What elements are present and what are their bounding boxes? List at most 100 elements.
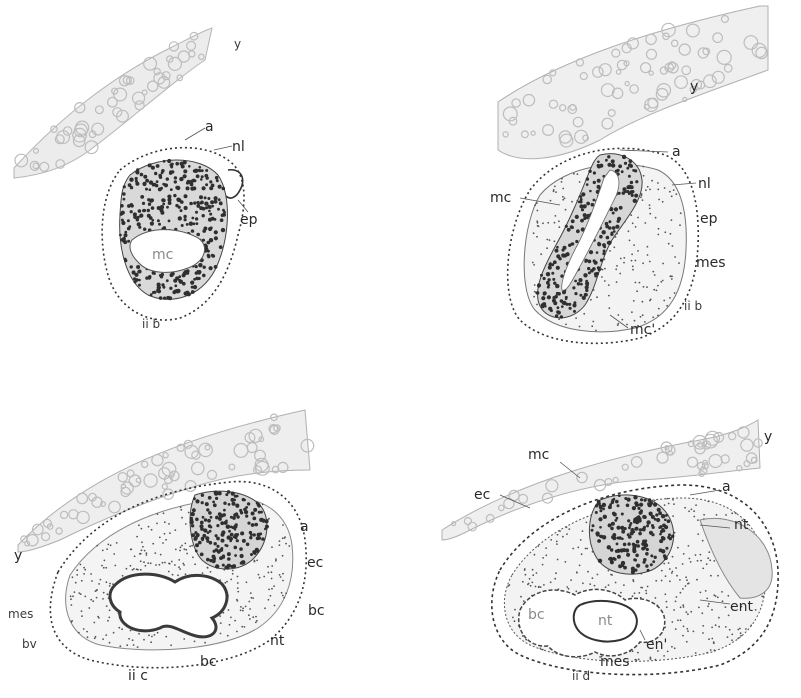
mes-granule <box>633 244 635 246</box>
dense-granule <box>195 217 198 220</box>
mes-granule <box>514 620 516 622</box>
dense-granule <box>156 288 160 292</box>
mes-granule <box>653 289 655 291</box>
dense-granule <box>592 524 595 527</box>
mes-granule <box>662 280 664 282</box>
mes-granule <box>687 613 689 615</box>
dense-granule <box>249 536 252 539</box>
dense-granule <box>649 531 653 535</box>
dense-granule <box>247 502 250 505</box>
dense-granule <box>626 504 630 508</box>
dense-granule <box>193 285 197 289</box>
dense-granule <box>667 519 671 523</box>
dense-granule <box>200 521 204 525</box>
panel-d-label-nt: nt <box>734 518 748 532</box>
mes-granule <box>634 592 636 594</box>
dense-granule <box>204 196 207 199</box>
mes-granule <box>86 631 88 633</box>
panel-c-label-a: a <box>300 520 309 534</box>
dense-granule <box>571 242 574 245</box>
mes-granule <box>660 281 662 283</box>
mes-granule <box>284 537 286 539</box>
mes-granule <box>637 652 639 654</box>
mes-granule <box>671 646 673 648</box>
mes-granule <box>691 509 693 511</box>
dense-granule <box>197 270 201 274</box>
mes-granule <box>706 598 708 600</box>
mes-granule <box>106 548 108 550</box>
mes-granule <box>542 564 544 566</box>
dense-granule <box>543 277 546 280</box>
dense-granule <box>599 535 602 538</box>
mes-granule <box>141 541 143 543</box>
mes-granule <box>138 524 140 526</box>
mes-granule <box>140 560 142 562</box>
dense-granule <box>618 192 621 195</box>
dense-granule <box>201 169 204 172</box>
dense-granule <box>585 285 589 289</box>
mes-granule <box>640 316 642 318</box>
dense-granule <box>140 195 144 199</box>
mes-granule <box>597 574 599 576</box>
mes-granule <box>687 630 689 632</box>
mes-granule <box>721 591 723 593</box>
mes-granule <box>647 246 649 248</box>
dense-granule <box>561 305 564 308</box>
mes-granule <box>594 585 596 587</box>
mes-granule <box>207 567 209 569</box>
dense-granule <box>553 260 557 264</box>
dense-granule <box>635 554 639 558</box>
mes-granule <box>543 584 545 586</box>
dense-granule <box>208 227 212 231</box>
dense-granule <box>142 202 145 205</box>
dense-granule <box>579 204 583 208</box>
dense-granule <box>633 199 637 203</box>
mes-granule <box>718 617 720 619</box>
dense-granule <box>170 166 173 169</box>
dense-granule <box>138 279 141 282</box>
dense-granule <box>646 524 649 527</box>
mes-granule <box>250 592 252 594</box>
mes-granule <box>613 246 615 248</box>
mes-granule <box>126 644 128 646</box>
mes-granule <box>152 543 154 545</box>
dense-granule <box>127 219 130 222</box>
dense-granule <box>175 186 179 190</box>
dense-granule <box>612 226 616 230</box>
mes-granule <box>582 582 584 584</box>
mes-granule <box>168 563 170 565</box>
dense-granule <box>124 233 128 237</box>
dense-granule <box>613 558 616 561</box>
dense-granule <box>599 509 602 512</box>
mes-granule <box>631 311 633 313</box>
dense-granule <box>226 525 230 529</box>
mes-granule <box>134 555 136 557</box>
dense-granule <box>631 569 635 573</box>
panel-c-label-nt: nt <box>270 634 284 648</box>
mes-granule <box>157 632 159 634</box>
dense-granule <box>138 209 142 213</box>
dense-granule <box>241 560 245 564</box>
mes-granule <box>151 529 153 531</box>
mes-granule <box>98 583 100 585</box>
dense-granule <box>174 180 177 183</box>
dense-granule <box>148 203 151 206</box>
dense-granule <box>648 498 652 502</box>
dense-granule <box>586 202 590 206</box>
mes-granule <box>554 578 556 580</box>
mes-granule <box>259 577 261 579</box>
mes-granule <box>87 636 89 638</box>
dense-granule <box>201 494 204 497</box>
mes-granule <box>700 554 702 556</box>
dense-granule <box>187 292 191 296</box>
dense-granule <box>121 221 125 225</box>
dense-granule <box>215 548 218 551</box>
mes-granule <box>710 575 712 577</box>
dense-granule <box>209 559 212 562</box>
mes-granule <box>566 533 568 535</box>
mes-granule <box>249 618 251 620</box>
mes-granule <box>271 546 273 548</box>
mes-granule <box>654 274 656 276</box>
dense-granule <box>124 258 127 261</box>
mes-granule <box>70 595 72 597</box>
